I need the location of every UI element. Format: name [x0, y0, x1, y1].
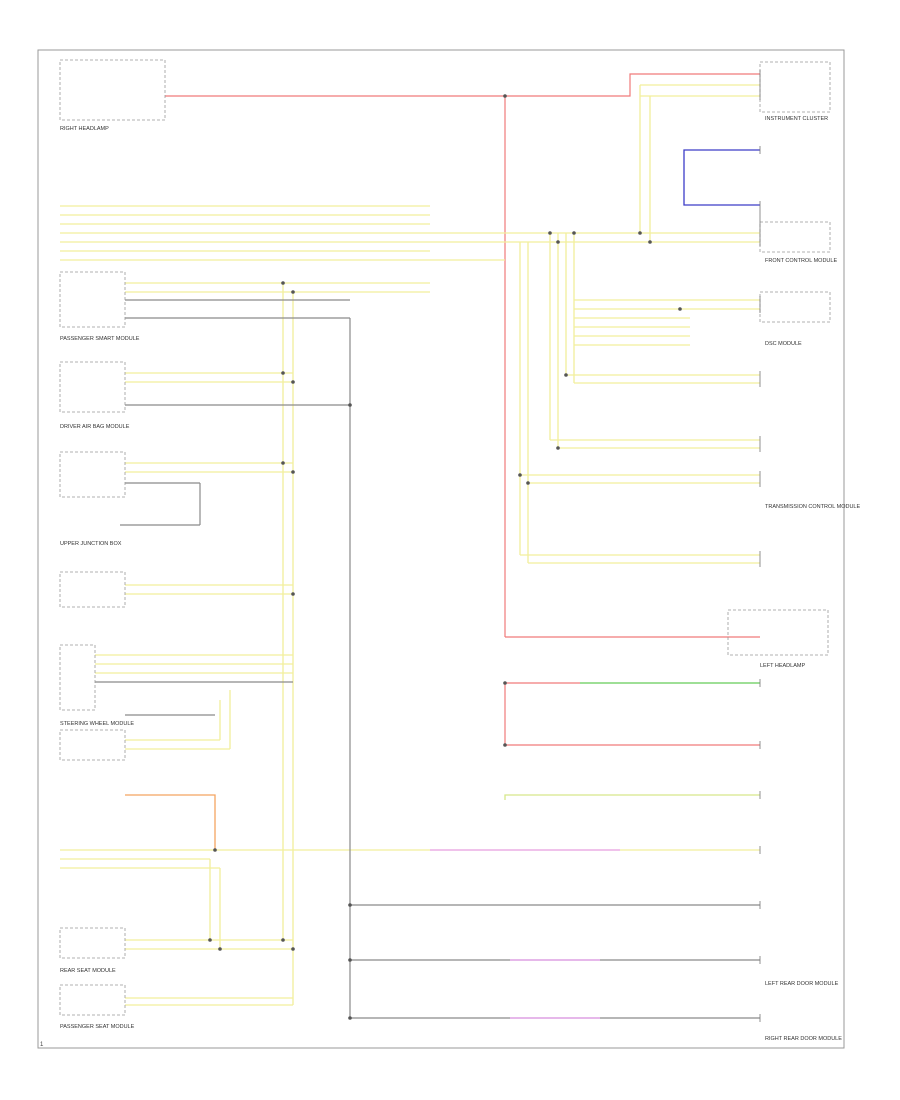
- blue-loop-wire: [683, 149, 760, 206]
- label-passenger-smart-module: PASSENGER SMART MODULE: [60, 336, 140, 342]
- label-airbag-module: DRIVER AIR BAG MODULE: [60, 424, 130, 430]
- trunk-wires-yellow: [519, 233, 760, 564]
- left-trunk-wires: [60, 282, 760, 1006]
- page-number: 1: [40, 1042, 44, 1048]
- diagram-frame: [37, 49, 845, 1049]
- ground-wires-gray: [95, 299, 760, 1019]
- label-upper-junction-box: UPPER JUNCTION BOX: [60, 541, 122, 547]
- label-dsc-module: DSC MODULE: [765, 341, 802, 347]
- label-transmission-module: TRANSMISSION CONTROL MODULE: [765, 504, 860, 510]
- pink-wires: [430, 849, 620, 1019]
- label-rear-seat-module: REAR SEAT MODULE: [60, 968, 116, 974]
- label-passenger-seat-module: PASSENGER SEAT MODULE: [60, 1024, 135, 1030]
- label-instrument-cluster: INSTRUMENT CLUSTER: [765, 116, 828, 122]
- label-left-rear-door-module: LEFT REAR DOOR MODULE: [765, 981, 839, 987]
- orange-wire: [125, 794, 216, 850]
- label-right-rear-door-module: RIGHT REAR DOOR MODULE: [765, 1036, 842, 1042]
- label-right-headlamp: RIGHT HEADLAMP: [60, 126, 109, 132]
- label-left-headlamp: LEFT HEADLAMP: [760, 663, 805, 669]
- label-front-control-module: FRONT CONTROL MODULE: [765, 258, 837, 264]
- splice-dots: [208, 94, 682, 1020]
- yellow-green-wire: [504, 794, 760, 800]
- power-wire-red: [165, 73, 760, 746]
- label-steering-wheel-module: STEERING WHEEL MODULE: [60, 721, 134, 727]
- bus-wires-yellow-top: [60, 84, 760, 261]
- component-boxes: [59, 59, 831, 1016]
